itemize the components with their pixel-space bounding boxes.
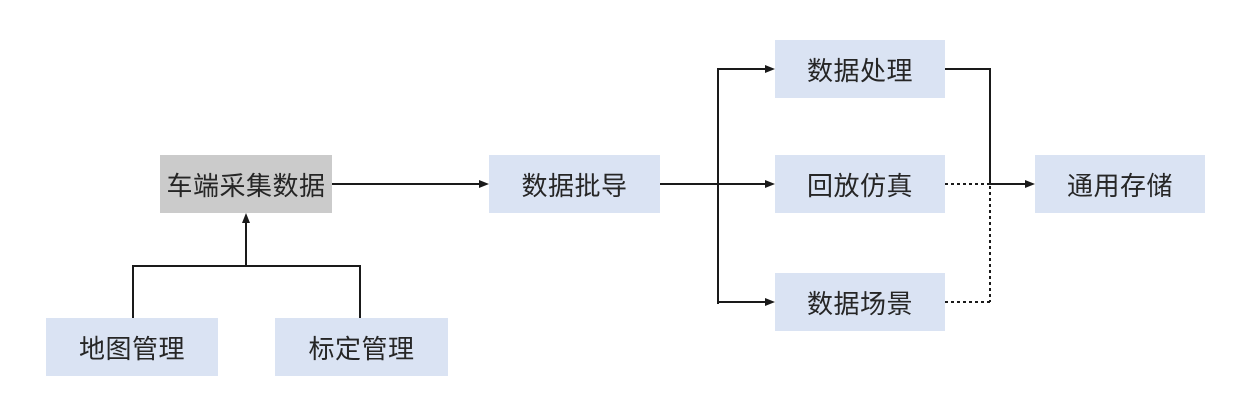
connector-line bbox=[359, 265, 361, 318]
node-data-scenario: 数据场景 bbox=[775, 273, 945, 331]
connector-line bbox=[132, 265, 361, 267]
node-label: 数据批导 bbox=[521, 170, 628, 201]
node-calibration-management: 标定管理 bbox=[275, 318, 448, 376]
node-label: 标定管理 bbox=[308, 333, 415, 364]
connector-line bbox=[717, 301, 766, 303]
connector-line bbox=[245, 222, 247, 267]
node-vehicle-collected-data: 车端采集数据 bbox=[160, 155, 332, 213]
node-data-batch-import: 数据批导 bbox=[489, 155, 660, 213]
connector-line bbox=[991, 183, 1026, 185]
dotted-connector-line bbox=[945, 301, 991, 303]
node-map-management: 地图管理 bbox=[46, 318, 218, 376]
node-label: 地图管理 bbox=[78, 333, 185, 364]
dotted-connector-line bbox=[945, 183, 989, 185]
node-playback-simulation: 回放仿真 bbox=[775, 155, 945, 213]
arrowhead-right-icon bbox=[765, 64, 775, 73]
connector-line bbox=[132, 265, 134, 318]
node-label: 车端采集数据 bbox=[166, 170, 326, 201]
node-data-processing: 数据处理 bbox=[775, 40, 945, 98]
node-label: 回放仿真 bbox=[806, 170, 913, 201]
connector-line bbox=[660, 183, 766, 185]
connector-line bbox=[717, 68, 766, 70]
node-label: 通用存储 bbox=[1066, 170, 1173, 201]
branch-trunk-line bbox=[717, 68, 719, 304]
node-label: 数据场景 bbox=[806, 288, 913, 319]
arrowhead-up-icon bbox=[241, 213, 250, 223]
node-general-storage: 通用存储 bbox=[1035, 155, 1205, 213]
connector-line bbox=[989, 68, 991, 185]
arrowhead-right-icon bbox=[765, 179, 775, 188]
arrowhead-right-icon bbox=[1025, 179, 1035, 188]
arrowhead-right-icon bbox=[765, 297, 775, 306]
connector-line bbox=[332, 183, 479, 185]
connector-line bbox=[945, 68, 991, 70]
node-label: 数据处理 bbox=[806, 55, 913, 86]
arrowhead-right-icon bbox=[479, 179, 489, 188]
dotted-connector-line bbox=[989, 186, 991, 302]
